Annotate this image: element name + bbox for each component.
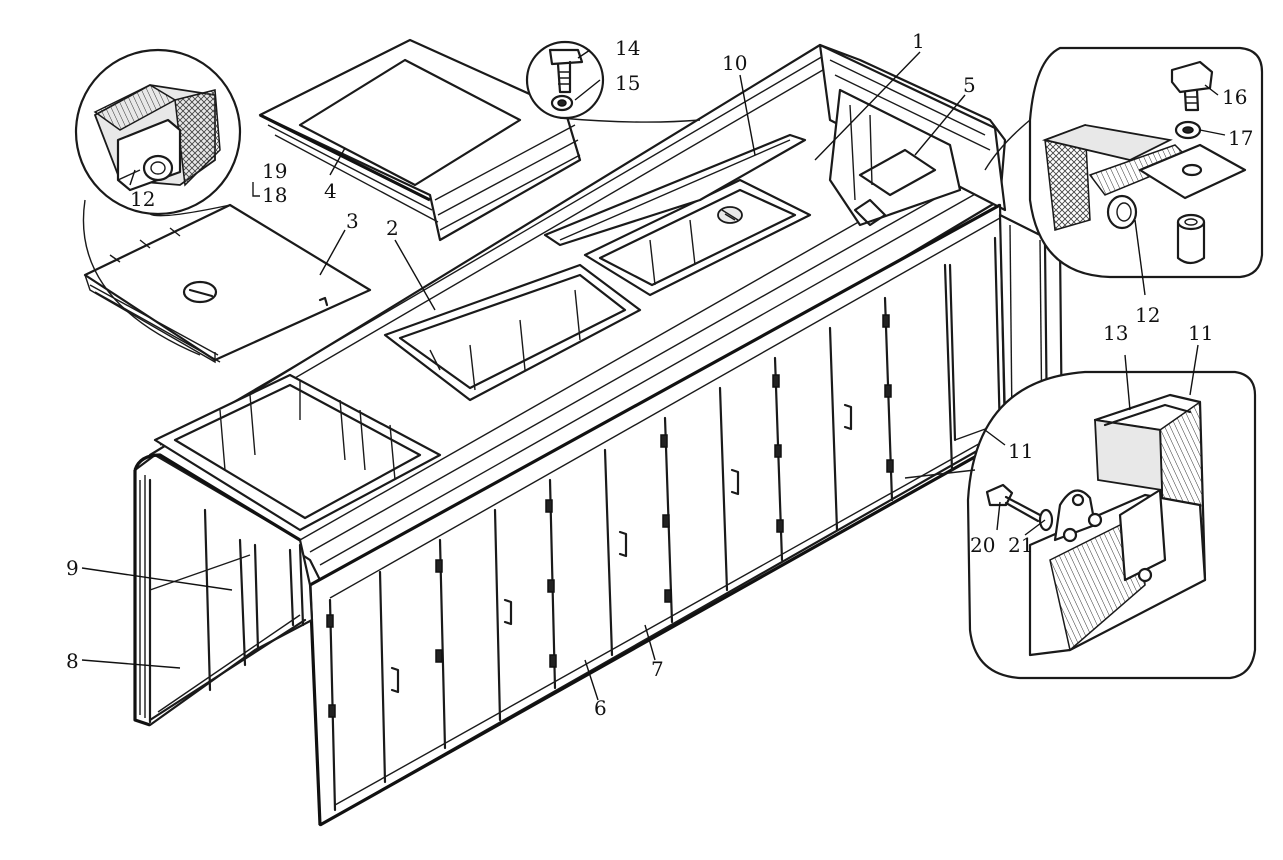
label-11-door: 11 bbox=[1008, 439, 1033, 463]
label-20: 20 bbox=[970, 533, 995, 557]
label-18: 18 bbox=[262, 183, 287, 207]
label-leader-lines bbox=[81, 49, 1226, 701]
label-6: 6 bbox=[594, 696, 607, 720]
label-8: 8 bbox=[66, 649, 79, 673]
label-14: 14 bbox=[615, 36, 640, 60]
label-12-right: 12 bbox=[1135, 303, 1160, 327]
label-12-left: 12 bbox=[130, 187, 155, 211]
label-19: 19 bbox=[262, 159, 287, 183]
label-10: 10 bbox=[722, 51, 747, 75]
label-3: 3 bbox=[346, 209, 359, 233]
label-13: 13 bbox=[1103, 321, 1128, 345]
label-2: 2 bbox=[386, 216, 399, 240]
detail-circle-mounting-bracket bbox=[1028, 46, 1264, 279]
label-5: 5 bbox=[963, 73, 976, 97]
right-opening-frame bbox=[583, 178, 812, 297]
label-9: 9 bbox=[66, 556, 79, 580]
top-cover-panel bbox=[258, 38, 582, 242]
center-opening-frame bbox=[383, 263, 642, 402]
label-16: 16 bbox=[1222, 85, 1247, 109]
label-15: 15 bbox=[615, 71, 640, 95]
label-7: 7 bbox=[651, 657, 664, 681]
door-hinges bbox=[326, 314, 894, 718]
label-21: 21 bbox=[1008, 533, 1033, 557]
detail-circle-hinge bbox=[74, 48, 242, 216]
door-handles bbox=[390, 403, 853, 694]
part-number-labels: 1 2 3 4 5 6 7 8 9 10 11 11 12 12 13 14 1… bbox=[66, 29, 1253, 720]
label-1: 1 bbox=[912, 29, 925, 53]
label-17: 17 bbox=[1228, 126, 1253, 150]
side-door-panels bbox=[328, 217, 1002, 812]
bolt-and-washer-top bbox=[525, 40, 605, 120]
label-11-bracket: 11 bbox=[1188, 321, 1213, 345]
label-4: 4 bbox=[324, 179, 337, 203]
left-roof-opening bbox=[153, 373, 442, 532]
hinged-lid-panel bbox=[83, 203, 372, 364]
left-end-frame bbox=[133, 453, 314, 727]
detail-circle-side-bracket bbox=[966, 370, 1257, 680]
